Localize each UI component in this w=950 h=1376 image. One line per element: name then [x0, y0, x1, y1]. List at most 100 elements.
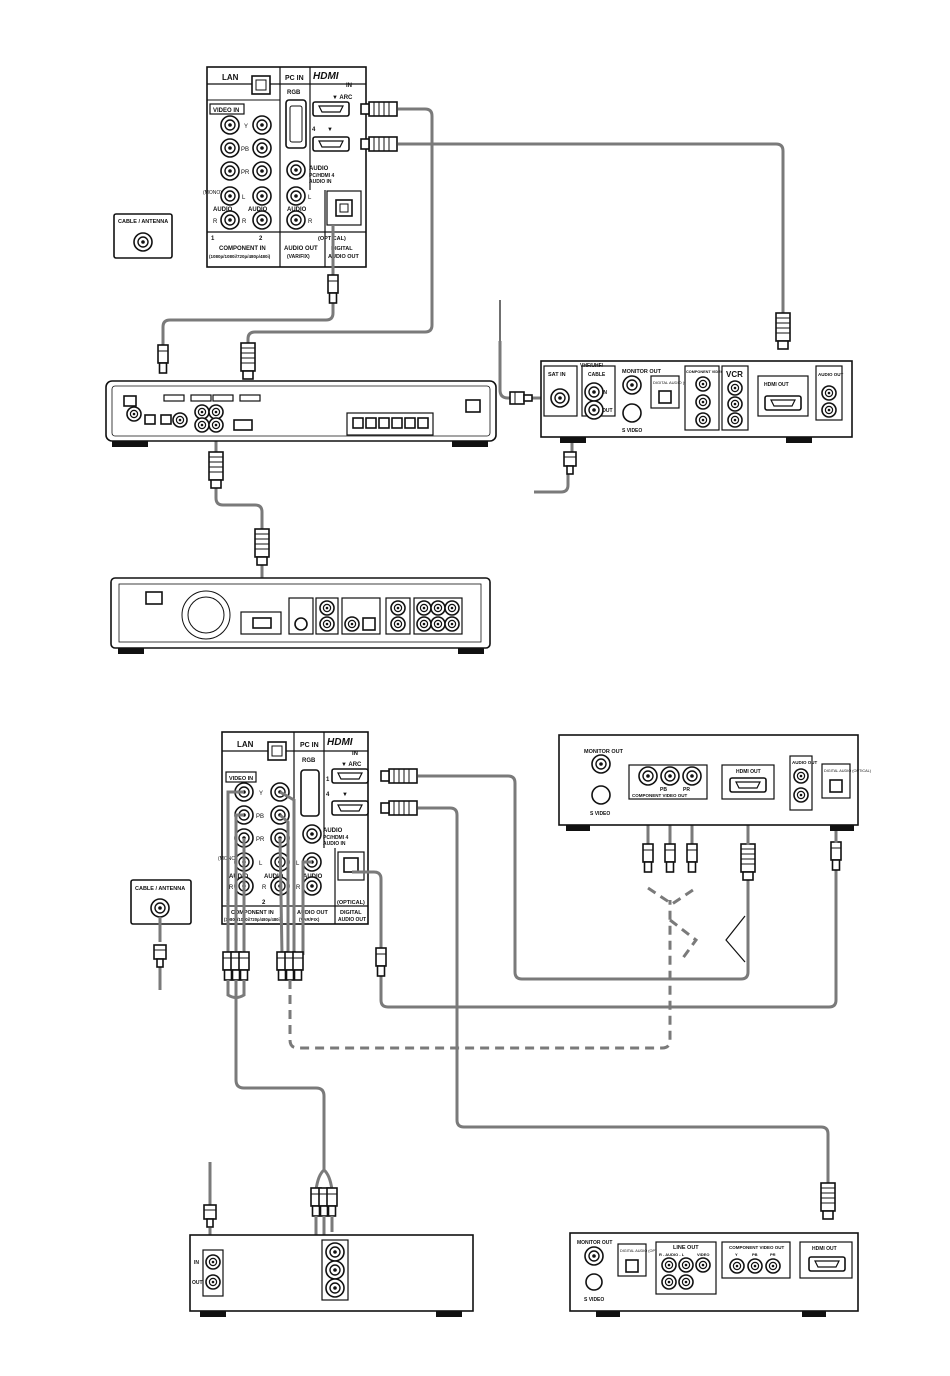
hdmi-out-port — [764, 395, 802, 411]
s-video-label: S VIDEO — [584, 1297, 604, 1303]
audio-r-jack — [220, 210, 240, 230]
l-label: L — [296, 861, 300, 867]
vcr-audio-r-jack — [325, 1278, 345, 1298]
pr-label: PR — [683, 787, 690, 793]
component-in-label: COMPONENT IN — [231, 910, 274, 916]
component-pr-jack — [695, 412, 711, 428]
hdmi-port-number: 4 — [312, 127, 316, 133]
component-res-label: (1080p/1080i/720p/480p/480i) — [209, 254, 271, 259]
audio-out-r-jack — [302, 876, 322, 896]
bd-player-top — [110, 577, 491, 654]
mono-label: (MONO) — [203, 190, 222, 196]
audio-out-label: AUDIO OUT — [297, 910, 329, 916]
y-label: Y — [259, 791, 263, 797]
coax-plug — [509, 391, 533, 405]
hdmi-out-label: HDMI OUT — [736, 769, 761, 775]
audio-out-label: AUDIO OUT — [818, 372, 844, 377]
s-video-jack — [591, 785, 611, 805]
digital-audio-label: DIGITAL AUDIO (OPTICAL) — [620, 1249, 668, 1253]
component-pb-jack — [747, 1258, 763, 1274]
media-player: MONITOR OUT S VIDEO PB PR COMPONENT VIDE… — [558, 734, 872, 831]
vcr-device: IN OUT — [189, 1234, 474, 1317]
component-pb-jack — [220, 138, 240, 158]
hdmi-in-1-port — [312, 101, 350, 117]
monitor-out-jack — [584, 1246, 604, 1266]
component-y-jack — [252, 115, 272, 135]
optical-out-port — [343, 857, 359, 873]
digital-audio-label: DIGITAL AUDIO (OPTICAL) — [653, 380, 703, 385]
component-video-output-label: COMPONENT VIDEO OUTPUT — [686, 370, 741, 374]
hdmi-plug — [360, 101, 398, 117]
vhf-in-jack — [584, 382, 604, 402]
optical-jack — [829, 779, 843, 793]
audio-label: AUDIO — [264, 874, 284, 880]
pc-audio-in-jack — [302, 824, 322, 844]
y-label: Y — [735, 1252, 738, 1257]
component-pb-jack — [660, 766, 680, 786]
pc-in-label: PC IN — [285, 75, 304, 82]
component-y-jack — [729, 1258, 745, 1274]
audio-label: AUDIO — [309, 166, 329, 172]
hdmi-out-port — [729, 777, 767, 793]
monitor-out-label: MONITOR OUT — [622, 369, 662, 375]
hdmi-plug — [380, 768, 418, 784]
hdmi-plug — [820, 1182, 836, 1220]
coax-plug — [203, 1204, 217, 1228]
hdmi-plug — [254, 528, 270, 566]
pb-label: PB — [752, 1252, 758, 1257]
pb-label: PB — [256, 814, 264, 820]
r-label: R — [229, 885, 234, 891]
r-label: R — [213, 219, 218, 225]
rca-plug — [326, 1187, 338, 1217]
line-out-jack — [678, 1274, 694, 1290]
pr-label: PR — [241, 170, 250, 176]
rca-plug — [686, 843, 698, 873]
bottom-cables — [153, 768, 842, 1282]
hdmi-in-4-port — [331, 800, 369, 816]
rca-plug — [664, 843, 676, 873]
out-label: OUT — [602, 408, 613, 414]
rca-plug — [642, 843, 654, 873]
pc-hdmi-audio-label: PC/HDMI 4 — [309, 173, 335, 179]
digital-label: DIGITAL — [331, 246, 353, 252]
l-label: L — [242, 195, 246, 201]
s-video-jack — [585, 1273, 603, 1291]
rca-plug — [292, 951, 304, 981]
digital-label: DIGITAL — [340, 910, 362, 916]
component-pr-jack — [220, 161, 240, 181]
vhf-uhf-label: VHF/UHF/ — [580, 363, 604, 369]
optical-label: (OPTICAL) — [337, 900, 365, 906]
lan-label: LAN — [237, 740, 254, 749]
y-label: Y — [244, 124, 248, 130]
audio-out-label: AUDIO OUT — [792, 760, 818, 765]
rca-plug — [238, 951, 250, 981]
audio-l-jack — [220, 186, 240, 206]
optical-plug — [157, 344, 169, 374]
line-out-label: LINE OUT — [673, 1245, 699, 1251]
hdmi-in-label: IN — [346, 83, 352, 89]
coax-plug — [563, 451, 577, 475]
component-video-out-label: COMPONENT VIDEO OUT — [729, 1245, 785, 1250]
line-out-jack — [661, 1274, 677, 1290]
audio-label: AUDIO — [213, 207, 233, 213]
pb-label: PB — [241, 147, 249, 153]
line-out-r-jack — [661, 1257, 677, 1273]
hdmi-in-1-port — [331, 768, 369, 784]
audio-out-jack — [793, 768, 809, 784]
video-in-label: VIDEO IN — [213, 108, 239, 114]
cable-antenna-label: CABLE / ANTENNA — [135, 886, 185, 892]
pc-hdmi-audio-label: PC/HDMI 4 — [323, 835, 349, 841]
component-y-jack — [638, 766, 658, 786]
s-video-label: S VIDEO — [590, 811, 610, 817]
cable-antenna-bottom: CABLE / ANTENNA — [130, 879, 192, 925]
component-2-number: 2 — [262, 900, 266, 906]
optical-plug — [327, 274, 339, 304]
vcr-jack — [727, 380, 743, 396]
hdmi-in-label: IN — [352, 751, 358, 757]
var-fix-label: (VAR/FIX) — [299, 917, 320, 922]
audio-out-jack — [821, 385, 837, 401]
optical-plug — [375, 947, 387, 977]
hdmi-port-number: 4 — [326, 792, 330, 798]
digital-audio-out-label: AUDIO OUT — [328, 254, 360, 260]
